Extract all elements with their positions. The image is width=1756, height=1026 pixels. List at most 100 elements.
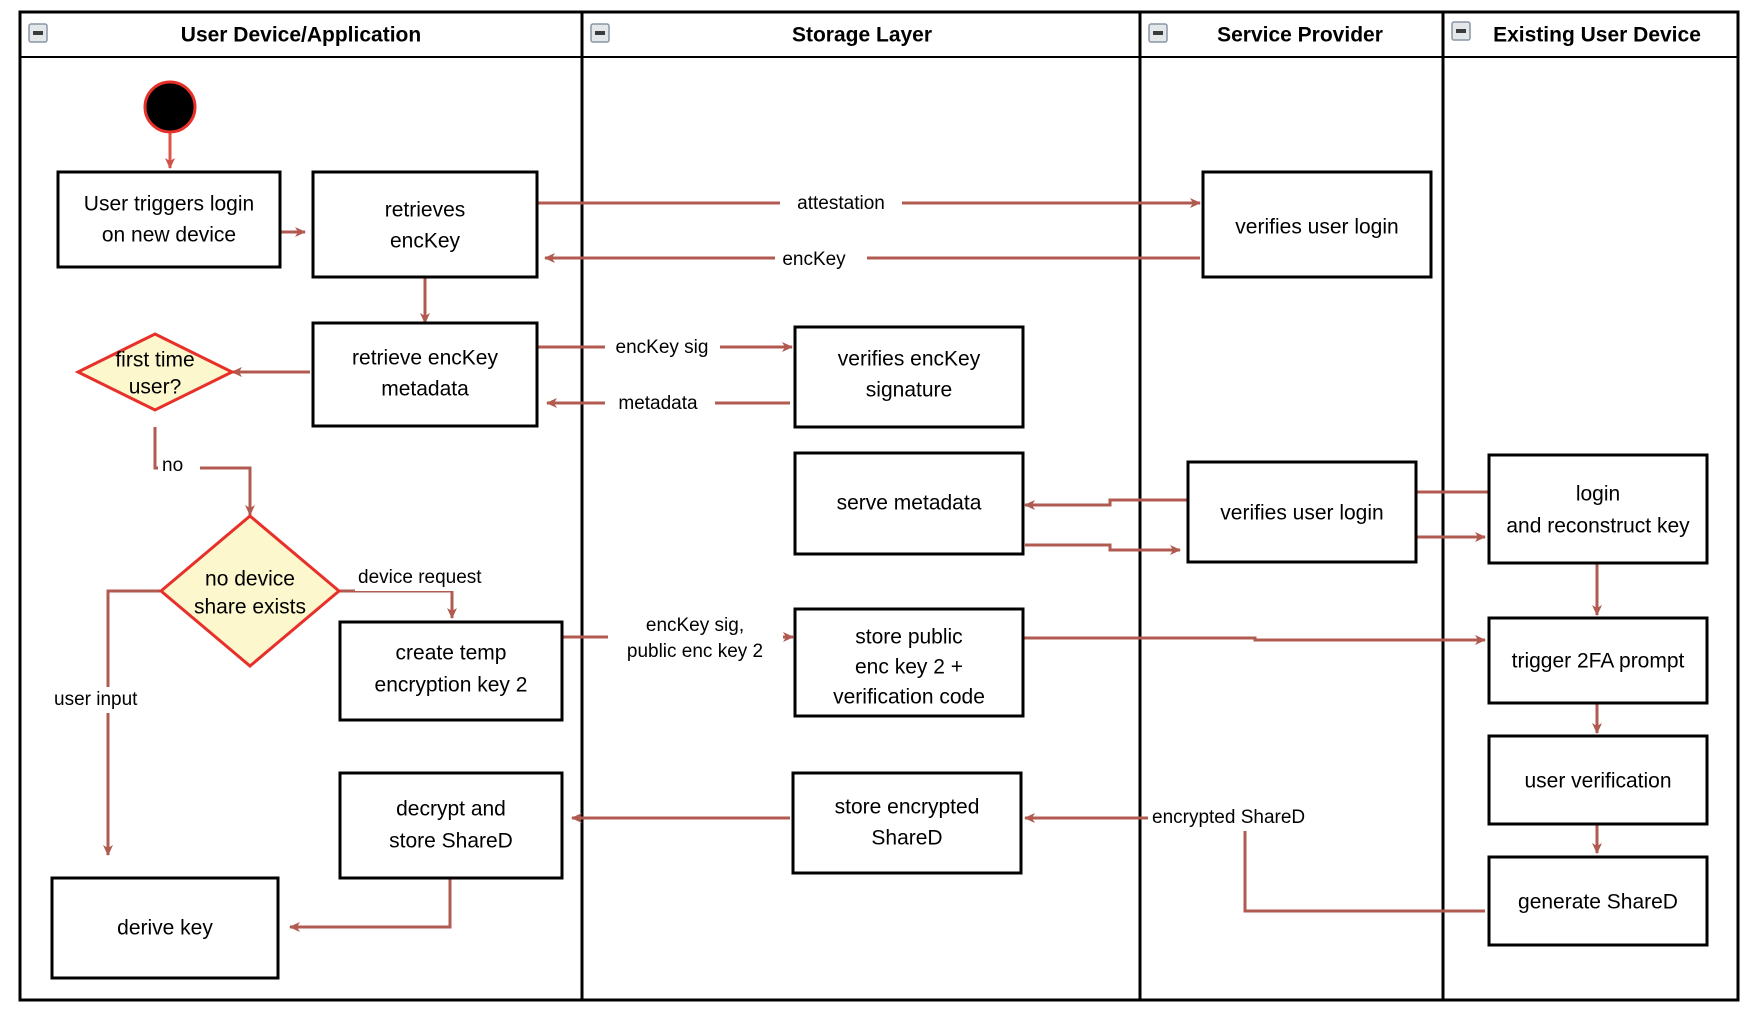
node-label-line2: and reconstruct key [1506,515,1690,538]
decision-label-line2: user? [129,376,182,399]
minimize-icon-bar [1153,31,1163,35]
node-login-and-reconstruct-key[interactable]: login and reconstruct key [1487,453,1709,565]
node-box[interactable] [1186,460,1418,564]
diagram-border [18,10,1740,1002]
edge-decrypt-to-derive-key [289,877,452,932]
node-label-line1: create temp [396,642,507,665]
node-label-line2: enc key 2 + [855,656,963,679]
node-create-temp-encryption-key-2[interactable]: create temp encryption key 2 [338,620,564,722]
lane-header-existing-user-device[interactable]: Existing User Device [1451,21,1701,47]
edge-label-device-request: device request [358,567,482,588]
swimlane-frame [18,10,1740,1002]
initial-node[interactable] [143,80,197,134]
lane-title-user-device: User Device/Application [181,24,421,47]
node-derive-key[interactable]: derive key [50,876,280,980]
node-label-line1: User triggers login [84,193,254,216]
node-label-line2: metadata [381,378,469,401]
node-label-line1: generate ShareD [1518,891,1678,914]
node-box[interactable] [311,321,539,428]
edge-device-request [339,589,457,619]
start-circle-icon[interactable] [143,80,197,134]
lane-title-service-provider: Service Provider [1217,24,1383,47]
edge-label-user-input: user input [54,689,138,710]
node-label-line1: login [1576,483,1620,506]
edge-encrypted-shared [1024,813,1485,913]
node-box[interactable] [791,771,1023,875]
node-label-line1: retrieve encKey [352,347,498,370]
node-verifies-enckey-signature[interactable]: verifies encKey signature [793,325,1025,429]
decision-label-line2: share exists [194,596,306,619]
edge-user-input [103,589,160,856]
node-box[interactable] [1487,734,1709,826]
node-retrieve-enckey-metadata[interactable]: retrieve encKey metadata [311,321,539,428]
edge-no-branch [153,427,255,516]
node-label-line1: retrieves [385,199,466,222]
flow-edge-labels: attestation encKey encKey sig metadata n… [50,190,1333,831]
node-label-line2: encKey [390,230,461,253]
node-box[interactable] [793,607,1025,718]
lane-title-storage-layer: Storage Layer [792,24,932,47]
node-label-line1: derive key [117,917,213,940]
edge-label-enckey: encKey [782,249,846,270]
node-box[interactable] [338,620,564,722]
node-label-line2: ShareD [871,827,942,850]
decision-diamond[interactable] [74,332,236,412]
node-verifies-user-login-top[interactable]: verifies user login [1201,170,1433,279]
edge-label-attestation: attestation [797,193,885,214]
node-store-public-enc-key-2[interactable]: store public enc key 2 + verification co… [793,607,1025,718]
node-retrieves-enckey[interactable]: retrieves encKey [311,170,539,279]
node-first-time-user-decision[interactable]: first time user? [74,332,236,412]
lane-header-storage-layer[interactable]: Storage Layer [590,23,932,47]
node-store-encrypted-shared[interactable]: store encrypted ShareD [791,771,1023,875]
node-label-line1: trigger 2FA prompt [1512,650,1685,673]
lane-header-service-provider[interactable]: Service Provider [1148,23,1383,47]
node-box[interactable] [793,451,1025,556]
lane-header-user-device[interactable]: User Device/Application [28,23,421,47]
edge-serve-metadata-in [1025,543,1181,555]
minimize-icon-bar [1456,29,1466,33]
node-serve-metadata[interactable]: serve metadata [793,451,1025,556]
node-label-line2: encryption key 2 [375,674,528,697]
node-box[interactable] [1487,855,1709,947]
node-label-line3: verification code [833,686,985,709]
decision-label-line1: no device [205,568,295,591]
node-label-line1: store public [855,626,962,649]
node-verifies-user-login-mid[interactable]: verifies user login [1186,460,1418,564]
node-box[interactable] [1487,616,1709,705]
node-box[interactable] [338,771,564,880]
decision-diamond[interactable] [158,514,342,668]
decision-label-line1: first time [115,349,194,372]
node-label-line2: signature [866,379,952,402]
node-box[interactable] [793,325,1025,429]
edge-label-no: no [162,455,183,476]
node-label-line1: decrypt and [396,798,506,821]
node-label-line2: store ShareD [389,830,513,853]
node-user-triggers-login[interactable]: User triggers login on new device [56,170,282,269]
edge-label-enckey-sig: encKey sig [616,337,709,358]
node-decrypt-and-store-shared[interactable]: decrypt and store ShareD [338,771,564,880]
node-label-line1: verifies user login [1235,216,1398,239]
minimize-icon-bar [595,31,605,35]
edge-label-enckey-sig-public-line1: encKey sig, [646,615,744,636]
edge-label-encrypted-shared: encrypted ShareD [1152,807,1305,828]
node-label-line1: verifies encKey [838,348,981,371]
node-label-line1: store encrypted [835,796,980,819]
node-user-verification[interactable]: user verification [1487,734,1709,826]
node-generate-shared[interactable]: generate ShareD [1487,855,1709,947]
edge-serve-metadata-out [1024,498,1190,510]
node-box[interactable] [1487,453,1709,565]
lane-title-existing-user-device: Existing User Device [1493,24,1701,47]
minimize-icon-bar [33,31,43,35]
node-label-line2: on new device [102,224,236,247]
node-box[interactable] [56,170,282,269]
node-box[interactable] [1201,170,1433,279]
edge-store-public-to-2fa [1017,635,1486,645]
node-box[interactable] [311,170,539,279]
node-label-line1: verifies user login [1220,502,1383,525]
node-box[interactable] [50,876,280,980]
node-label-line1: user verification [1524,770,1671,793]
node-trigger-2fa-prompt[interactable]: trigger 2FA prompt [1487,616,1709,705]
node-no-device-share-exists-decision[interactable]: no device share exists [158,514,342,668]
